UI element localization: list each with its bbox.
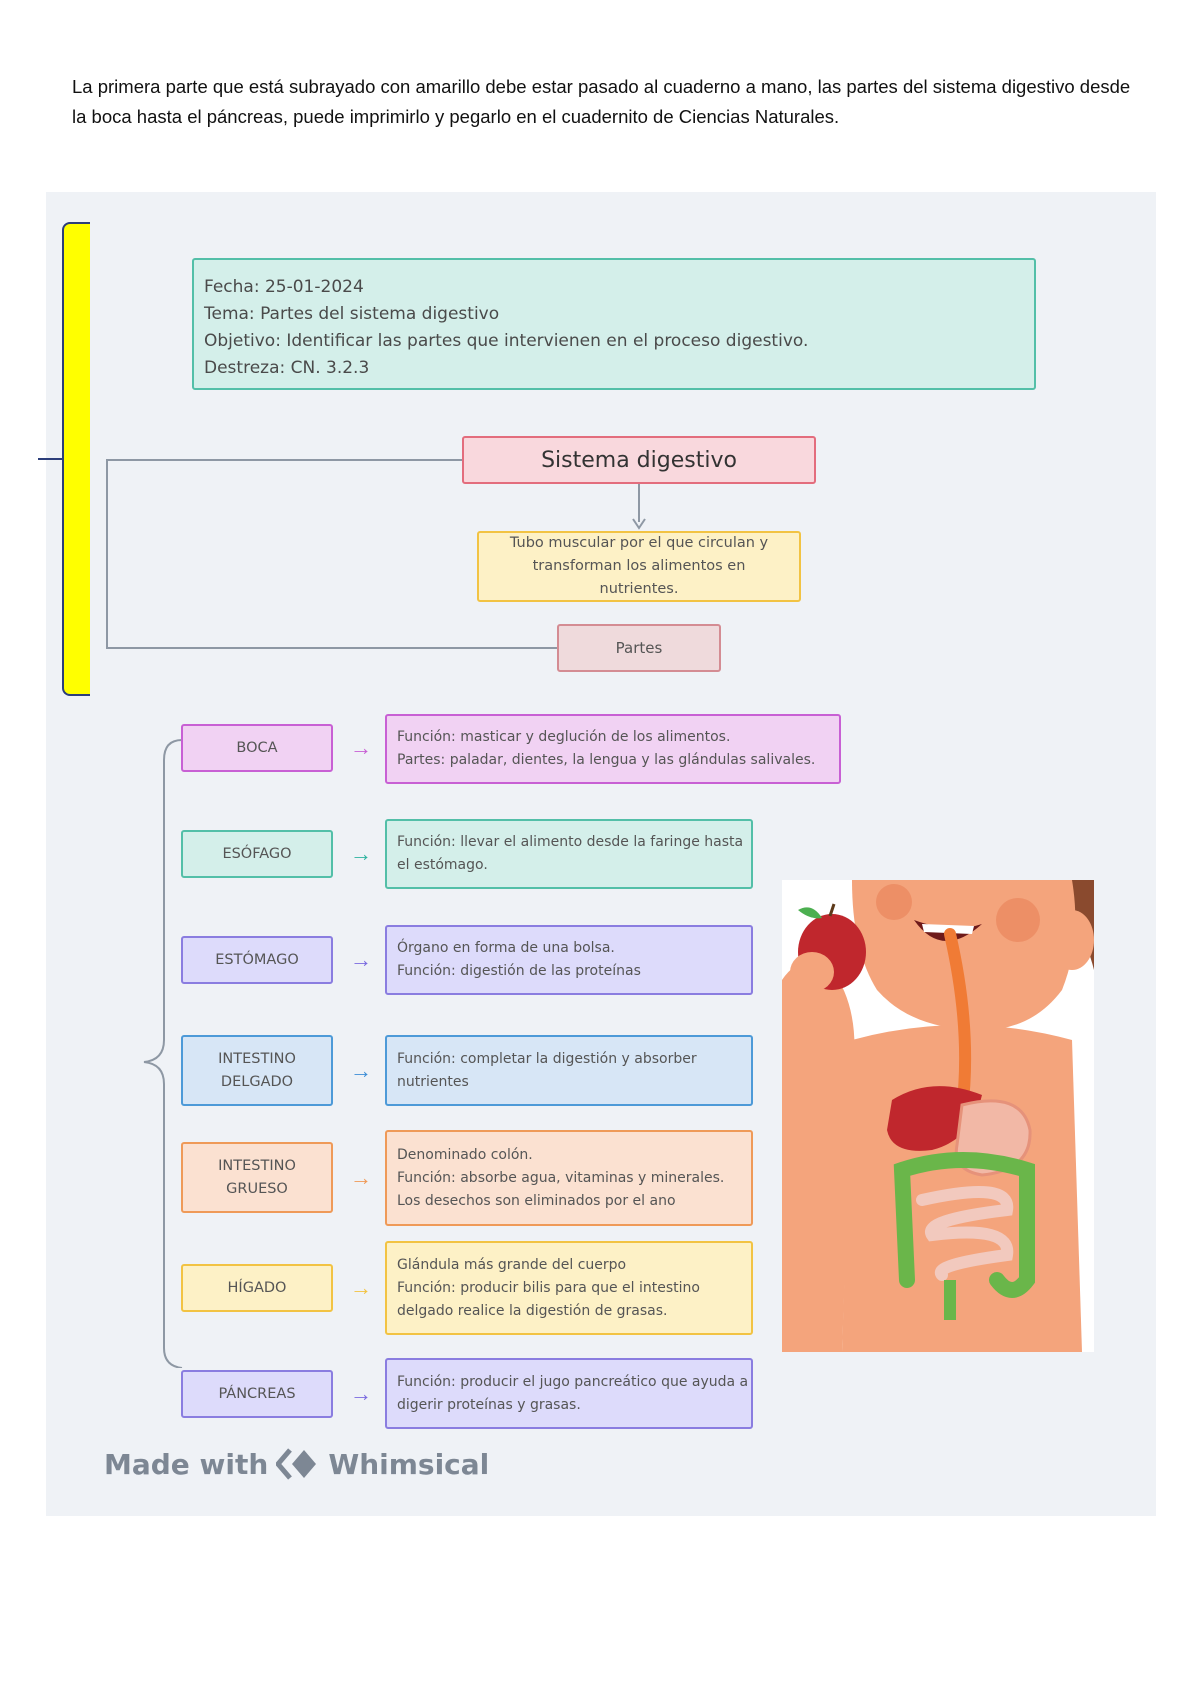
organ-name: INTESTINO GRUESO: [218, 1157, 296, 1197]
organ-node: INTESTINO DELGADO: [181, 1035, 333, 1106]
organ-node: BOCA: [181, 724, 333, 772]
instructions-text: La primera parte que está subrayado con …: [72, 76, 1131, 127]
organ-description: Función: producir el jugo pancreático qu…: [385, 1358, 753, 1429]
description-line: Denominado colón.: [397, 1146, 533, 1163]
organ-node: INTESTINO GRUESO: [181, 1142, 333, 1213]
organ-description: Función: masticar y deglución de los ali…: [385, 714, 841, 784]
made-with-whimsical-logo: Made with Whimsical: [104, 1447, 489, 1481]
description-line: Función: masticar y deglución de los ali…: [397, 729, 731, 745]
organs-brace: [143, 739, 183, 1368]
arrow-right-icon: →: [350, 1381, 372, 1406]
definition-box: Tubo muscular por el que circulan y tran…: [477, 531, 801, 602]
organ-node: ESTÓMAGO: [181, 936, 333, 984]
lesson-objective: Objetivo: Identificar las partes que int…: [204, 331, 809, 351]
organ-name: ESÓFAGO: [222, 845, 292, 862]
organ-node: HÍGADO: [181, 1264, 333, 1312]
description-line: el estómago.: [397, 857, 488, 873]
description-line: Órgano en forma de una bolsa.: [397, 940, 615, 956]
arrow-right-icon: →: [350, 1057, 372, 1083]
description-line: Función: absorbe agua, vitaminas y miner…: [397, 1169, 725, 1186]
description-line: digerir proteínas y grasas.: [397, 1396, 581, 1413]
organ-name: HÍGADO: [227, 1279, 287, 1296]
organ-node: PÁNCREAS: [181, 1370, 333, 1418]
parts-node: Partes: [557, 624, 721, 672]
description-line: Función: llevar el alimento desde la far…: [397, 834, 744, 850]
organ-name: INTESTINO DELGADO: [218, 1050, 296, 1090]
yellow-highlight-bracket: [62, 222, 90, 696]
connector-title-def: [638, 484, 640, 522]
description-line: Función: digestión de las proteínas: [397, 963, 641, 979]
organ-name: BOCA: [236, 739, 278, 756]
organ-description: Denominado colón. Función: absorbe agua, …: [385, 1130, 753, 1226]
description-line: Función: producir bilis para que el inte…: [397, 1279, 700, 1296]
whimsical-brand-text: Whimsical: [328, 1447, 490, 1481]
bracket-tick: [38, 458, 64, 460]
description-line: Glándula más grande del cuerpo: [397, 1256, 627, 1273]
lesson-topic: Tema: Partes del sistema digestivo: [204, 304, 500, 324]
organ-node: ESÓFAGO: [181, 830, 333, 878]
description-line: delgado realice la digestión de grasas.: [397, 1302, 668, 1319]
arrow-right-icon: →: [350, 1164, 372, 1190]
arrow-right-icon: →: [350, 735, 372, 760]
lesson-header-box: Fecha: 25-01-2024 Tema: Partes del siste…: [192, 258, 1036, 390]
whimsical-logo-icon: [276, 1448, 317, 1480]
arrow-right-icon: →: [350, 841, 372, 866]
diagram-title: Sistema digestivo: [462, 436, 816, 484]
arrow-down-icon: [632, 518, 646, 530]
connector-title-left: [106, 459, 462, 461]
lesson-skill: Destreza: CN. 3.2.3: [204, 358, 370, 378]
made-with-text: Made with: [104, 1447, 269, 1481]
arrow-right-icon: →: [350, 1275, 372, 1300]
connector-left-vertical: [106, 459, 108, 649]
description-line: nutrientes: [397, 1073, 469, 1090]
organ-description: Órgano en forma de una bolsa. Función: di…: [385, 925, 753, 995]
description-line: Los desechos son eliminados por el ano: [397, 1192, 676, 1209]
description-line: Función: completar la digestión y absorb…: [397, 1050, 697, 1067]
organ-description: Función: llevar el alimento desde la far…: [385, 819, 753, 889]
arrow-right-icon: →: [350, 947, 372, 972]
organ-name: ESTÓMAGO: [215, 951, 299, 968]
description-line: Función: producir el jugo pancreático qu…: [397, 1373, 749, 1390]
description-line: Partes: paladar, dientes, la lengua y la…: [397, 752, 816, 768]
organ-description: Función: completar la digestión y absorb…: [385, 1035, 753, 1106]
connector-parts-left: [106, 647, 557, 649]
lesson-date: Fecha: 25-01-2024: [204, 277, 364, 297]
digestive-system-illustration: [782, 880, 1094, 1352]
organ-name: PÁNCREAS: [218, 1385, 296, 1402]
